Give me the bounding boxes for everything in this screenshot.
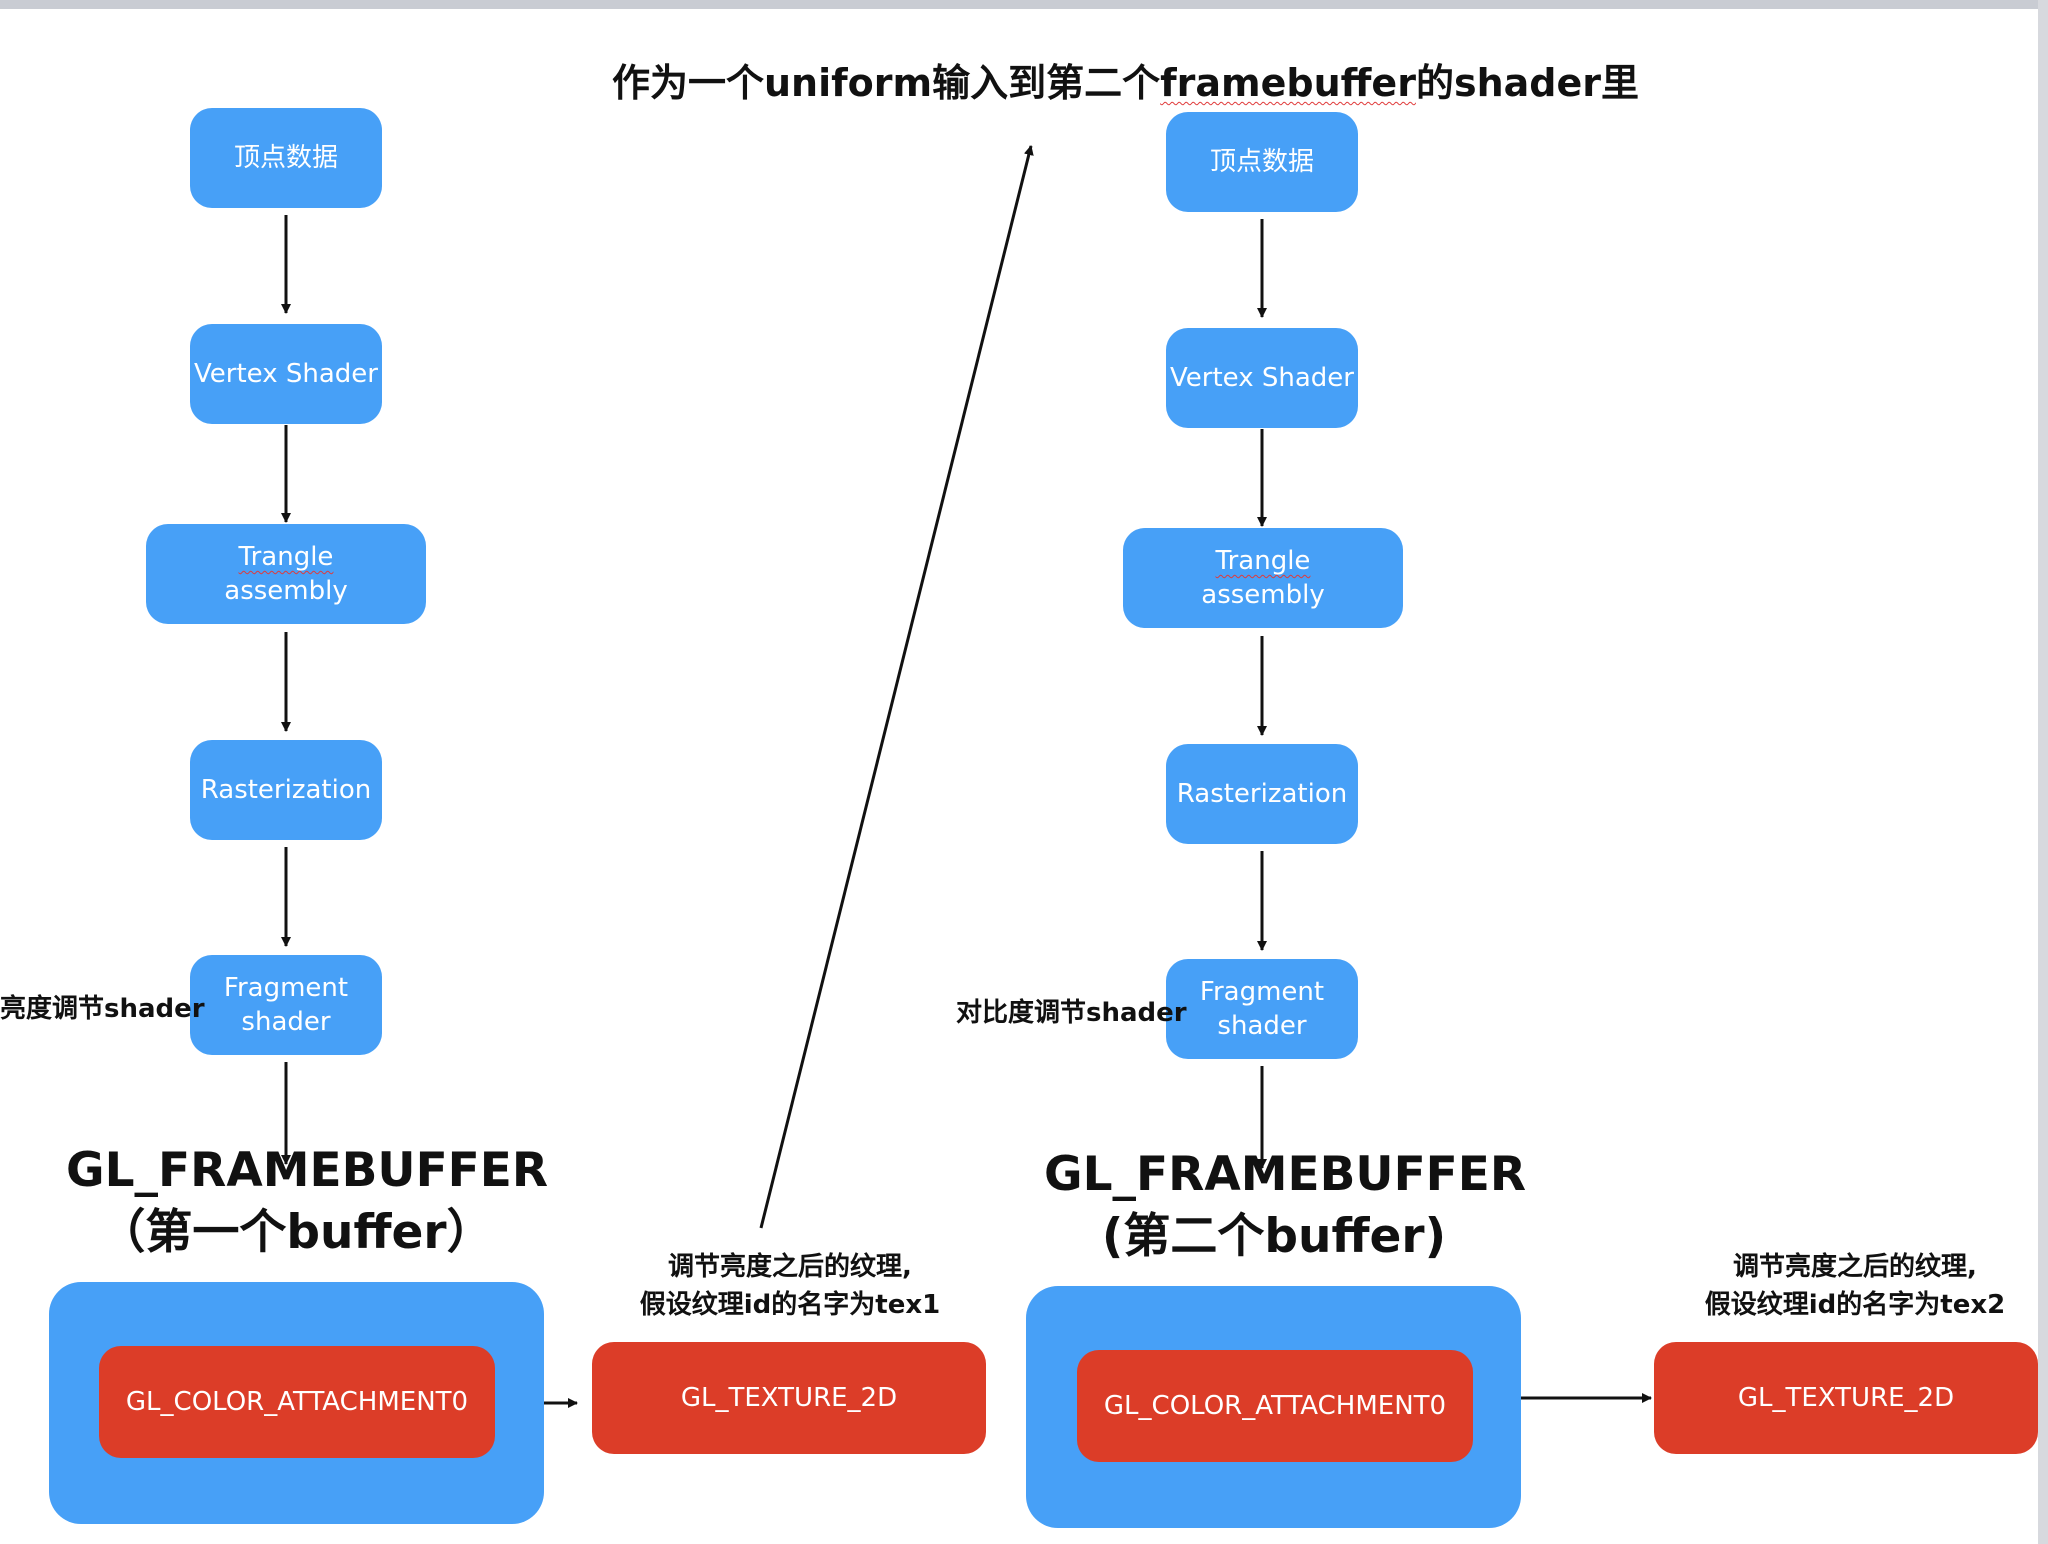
left-framebuffer-title: GL_FRAMEBUFFER （第一个buffer） xyxy=(66,1140,549,1264)
right-framebuffer-title-line2: (第二个buffer) xyxy=(1101,1209,1447,1264)
title-text-after: 的shader里 xyxy=(1415,61,1639,105)
left-note-line1: 调节亮度之后的纹理, xyxy=(668,1252,912,1282)
left-texture-note: 调节亮度之后的纹理, 假设纹理id的名字为tex1 xyxy=(610,1248,970,1324)
left-note-line2: 假设纹理id的名字为tex1 xyxy=(639,1290,941,1320)
right-triangle-word: Trangle xyxy=(1215,546,1311,576)
left-fragment-label-line1: Fragment xyxy=(223,973,349,1003)
right-vertex-data-label: 顶点数据 xyxy=(1209,147,1314,177)
arrow-tex1-to-title xyxy=(759,145,1034,1229)
right-texture-2d[interactable]: GL_TEXTURE_2D xyxy=(1654,1342,2038,1454)
right-framebuffer-title-line1: GL_FRAMEBUFFER xyxy=(1044,1147,1527,1202)
right-texture-2d-label: GL_TEXTURE_2D xyxy=(1737,1383,1955,1413)
title-text-underlined: framebuffer xyxy=(1160,61,1416,105)
left-fragment-shader-node[interactable]: Fragment shader xyxy=(190,955,382,1055)
left-texture-2d[interactable]: GL_TEXTURE_2D xyxy=(592,1342,986,1454)
left-triangle-assembly-node[interactable]: Trangle assembly xyxy=(146,524,426,624)
left-framebuffer-title-line2: （第一个buffer） xyxy=(98,1205,494,1260)
right-texture-note: 调节亮度之后的纹理, 假设纹理id的名字为tex2 xyxy=(1675,1248,2035,1324)
left-vertex-data-label: 顶点数据 xyxy=(233,143,338,173)
left-texture-2d-label: GL_TEXTURE_2D xyxy=(680,1383,898,1413)
left-color-attachment-label: GL_COLOR_ATTACHMENT0 xyxy=(125,1387,469,1417)
window-top-bar xyxy=(0,0,2048,9)
left-fragment-label-line2: shader xyxy=(241,1007,331,1037)
right-vertex-shader-label: Vertex Shader xyxy=(1170,363,1354,393)
left-assembly-word: assembly xyxy=(224,576,348,606)
left-vertex-shader-label: Vertex Shader xyxy=(194,359,378,389)
left-triangle-word: Trangle xyxy=(238,542,334,572)
right-color-attachment-label: GL_COLOR_ATTACHMENT0 xyxy=(1103,1391,1447,1421)
right-rasterization-label: Rasterization xyxy=(1176,779,1348,809)
left-vertex-shader-node[interactable]: Vertex Shader xyxy=(190,324,382,424)
right-triangle-assembly-node[interactable]: Trangle assembly xyxy=(1123,528,1403,628)
right-triangle-assembly-label: Trangle assembly xyxy=(1201,544,1324,612)
left-rasterization-node[interactable]: Rasterization xyxy=(190,740,382,840)
left-color-attachment[interactable]: GL_COLOR_ATTACHMENT0 xyxy=(99,1346,495,1458)
diagram-title: 作为一个uniform输入到第二个framebuffer的shader里 xyxy=(612,52,1639,107)
right-contrast-shader-label: 对比度调节shader xyxy=(956,998,1187,1028)
right-fragment-shader-node[interactable]: Fragment shader xyxy=(1166,959,1358,1059)
right-framebuffer-title: GL_FRAMEBUFFER (第二个buffer) xyxy=(1044,1144,1527,1268)
right-rasterization-node[interactable]: Rasterization xyxy=(1166,744,1358,844)
right-note-line1: 调节亮度之后的纹理, xyxy=(1733,1252,1977,1282)
right-note-line2: 假设纹理id的名字为tex2 xyxy=(1704,1290,2006,1320)
right-fragment-label-line1: Fragment xyxy=(1199,977,1325,1007)
left-vertex-data-node[interactable]: 顶点数据 xyxy=(190,108,382,208)
left-framebuffer-title-line1: GL_FRAMEBUFFER xyxy=(66,1143,549,1198)
right-vertex-shader-node[interactable]: Vertex Shader xyxy=(1166,328,1358,428)
window-right-edge xyxy=(2038,0,2048,1544)
left-triangle-assembly-label: Trangle assembly xyxy=(224,540,347,608)
right-assembly-word: assembly xyxy=(1201,580,1325,610)
right-vertex-data-node[interactable]: 顶点数据 xyxy=(1166,112,1358,212)
left-brightness-shader-label: 亮度调节shader xyxy=(0,994,205,1024)
title-text-before: 作为一个uniform输入到第二个 xyxy=(612,61,1161,105)
left-rasterization-label: Rasterization xyxy=(200,775,372,805)
right-color-attachment[interactable]: GL_COLOR_ATTACHMENT0 xyxy=(1077,1350,1473,1462)
right-fragment-label-line2: shader xyxy=(1217,1011,1307,1041)
